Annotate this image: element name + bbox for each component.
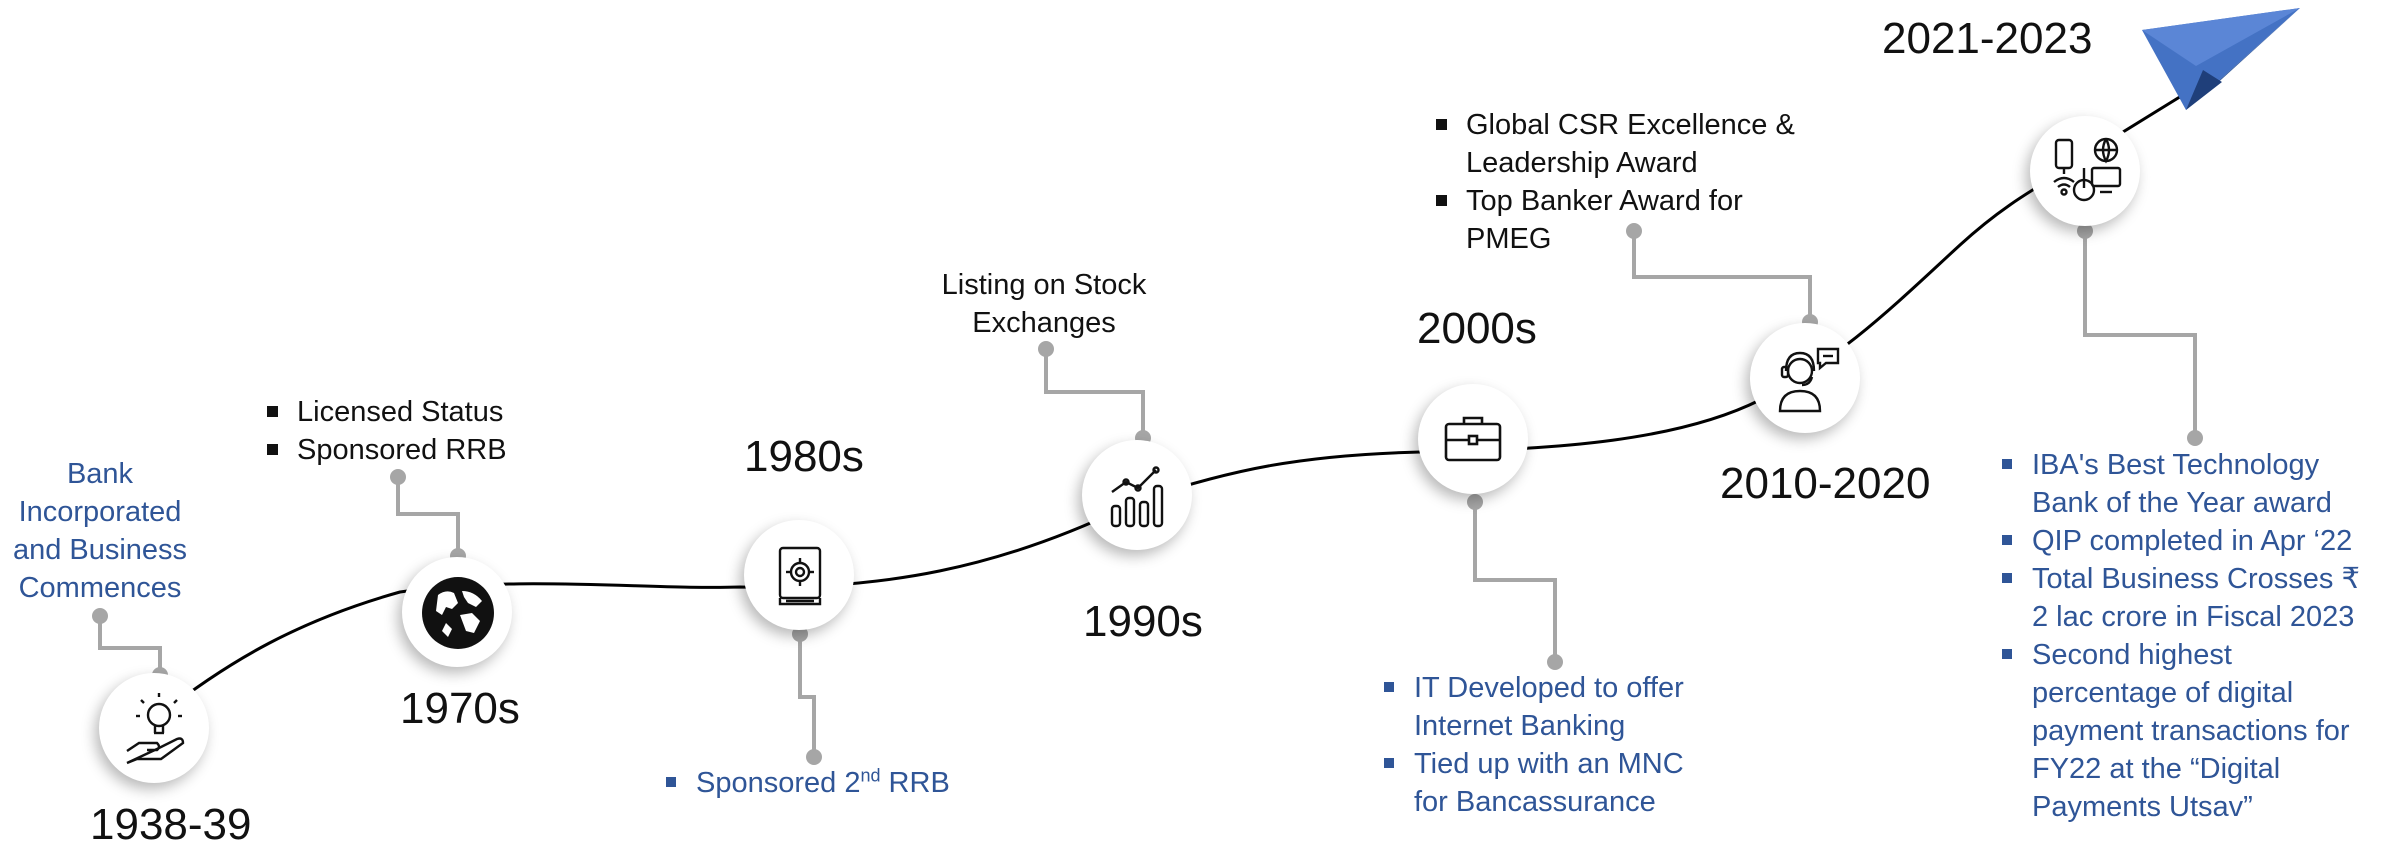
bullet-text: Second highest percentage of digital pay… (2032, 639, 2350, 823)
list-item: QIP completed in Apr ‘22 (1998, 522, 2382, 560)
bullet-text: Global CSR Excellence & Leadership Award (1466, 109, 1795, 179)
era-label-1970: 1970s (400, 684, 520, 733)
era-label-2000: 2000s (1417, 304, 1537, 353)
bullet-text: Top Banker Award for PMEG (1466, 185, 1743, 255)
connector-1938 (98, 616, 162, 675)
era-label-1980: 1980s (744, 432, 864, 481)
list-item: Total Business Crosses ₹ 2 lac crore in … (1998, 560, 2382, 636)
milestone-node-1970 (402, 557, 512, 667)
milestone-1980-points: Sponsored 2nd RRB (662, 764, 982, 802)
milestone-2010-points: Global CSR Excellence & Leadership Award… (1432, 106, 1832, 258)
list-item: Second highest percentage of digital pay… (1998, 636, 2382, 826)
bullet-text: Licensed Status (297, 396, 504, 428)
customer-support-icon (1778, 347, 1840, 413)
list-item: Global CSR Excellence & Leadership Award (1432, 106, 1832, 182)
bullet-text: Total Business Crosses ₹ 2 lac crore in … (2032, 563, 2360, 633)
connector-2000 (1473, 502, 1557, 662)
list-item: Sponsored RRB (263, 431, 583, 469)
digital-devices-icon (2053, 137, 2122, 202)
milestone-node-1980 (744, 520, 854, 630)
globe-icon (422, 577, 494, 649)
milestone-node-2010 (1750, 323, 1860, 433)
gear-book-icon (778, 546, 822, 606)
bullet-text: QIP completed in Apr ‘22 (2032, 525, 2353, 557)
era-label-2021: 2021-2023 (1882, 14, 2093, 63)
list-item: IT Developed to offer Internet Banking (1380, 669, 1710, 745)
era-label-1990: 1990s (1083, 597, 1203, 646)
bullet-text: IBA's Best Technology Bank of the Year a… (2032, 449, 2332, 519)
connector-1980 (798, 634, 816, 757)
era-label-1938: 1938-39 (90, 800, 252, 849)
bullet-text-sup: nd (860, 765, 881, 786)
bullet-text: Tied up with an MNC for Bancassurance (1414, 748, 1684, 818)
list-item: IBA's Best Technology Bank of the Year a… (1998, 446, 2382, 522)
list-item: Tied up with an MNC for Bancassurance (1380, 745, 1710, 821)
lightbulb-hand-icon (126, 693, 185, 765)
connector-2010 (1632, 231, 1812, 322)
connector-1990 (1044, 349, 1145, 438)
milestone-node-2021 (2030, 116, 2140, 226)
connector-2021 (2083, 231, 2197, 438)
milestone-node-2000 (1418, 384, 1528, 494)
era-label-2010: 2010-2020 (1720, 459, 1931, 508)
milestone-1990-details: Listing on Stock Exchanges (941, 269, 1147, 339)
bullet-text: Sponsored RRB (297, 434, 507, 466)
list-item: Top Banker Award for PMEG (1432, 182, 1832, 258)
bullet-text-post: RRB (880, 767, 950, 799)
connectors (98, 231, 2197, 757)
list-item: Sponsored 2nd RRB (662, 764, 982, 802)
list-item: Licensed Status (263, 393, 583, 431)
growth-chart-icon (1110, 466, 1164, 528)
milestone-node-1938 (99, 673, 209, 783)
milestone-1938-details: Bank Incorporated and Business Commences (12, 458, 188, 604)
milestone-2021-points: IBA's Best Technology Bank of the Year a… (1998, 446, 2382, 826)
milestone-2000-points: IT Developed to offer Internet Banking T… (1380, 669, 1710, 821)
bullet-text: IT Developed to offer Internet Banking (1414, 672, 1684, 742)
paper-plane-icon (2142, 8, 2300, 110)
connector-1970 (396, 477, 460, 556)
milestone-node-1990 (1082, 440, 1192, 550)
milestone-1970-points: Licensed Status Sponsored RRB (263, 393, 583, 469)
bullet-text-pre: Sponsored 2 (696, 767, 861, 799)
briefcase-icon (1444, 416, 1502, 462)
